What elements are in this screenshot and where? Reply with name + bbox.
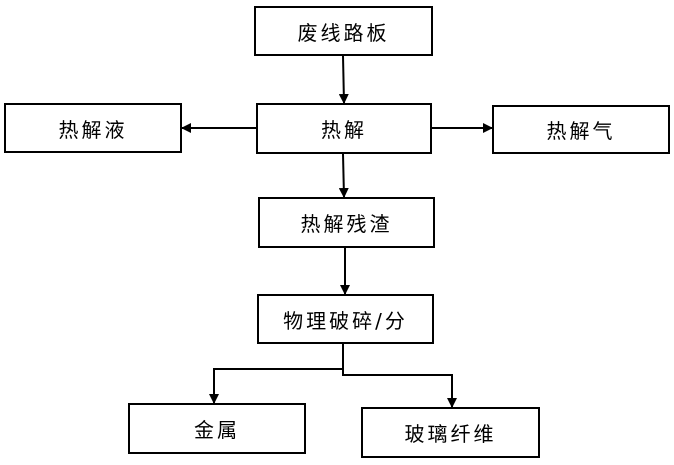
node-metal: 金属	[128, 403, 306, 454]
arrow-pyrolysis-to-residue	[338, 153, 349, 198]
node-pyrolysis-gas: 热解气	[492, 105, 670, 154]
node-pyrolysis: 热解	[256, 103, 432, 154]
arrow-pcb-to-pyrolysis	[338, 55, 349, 104]
node-glass-fiber: 玻璃纤维	[361, 407, 540, 458]
node-pyrolysis-oil: 热解液	[4, 103, 182, 153]
node-waste-pcb: 废线路板	[254, 6, 433, 56]
node-pyrolysis-residue: 热解残渣	[258, 197, 435, 248]
arrow-crushing-to-glass-fiber	[342, 369, 457, 408]
node-physical-crushing: 物理破碎/分	[257, 294, 434, 344]
arrow-crushing-to-metal	[209, 344, 344, 404]
